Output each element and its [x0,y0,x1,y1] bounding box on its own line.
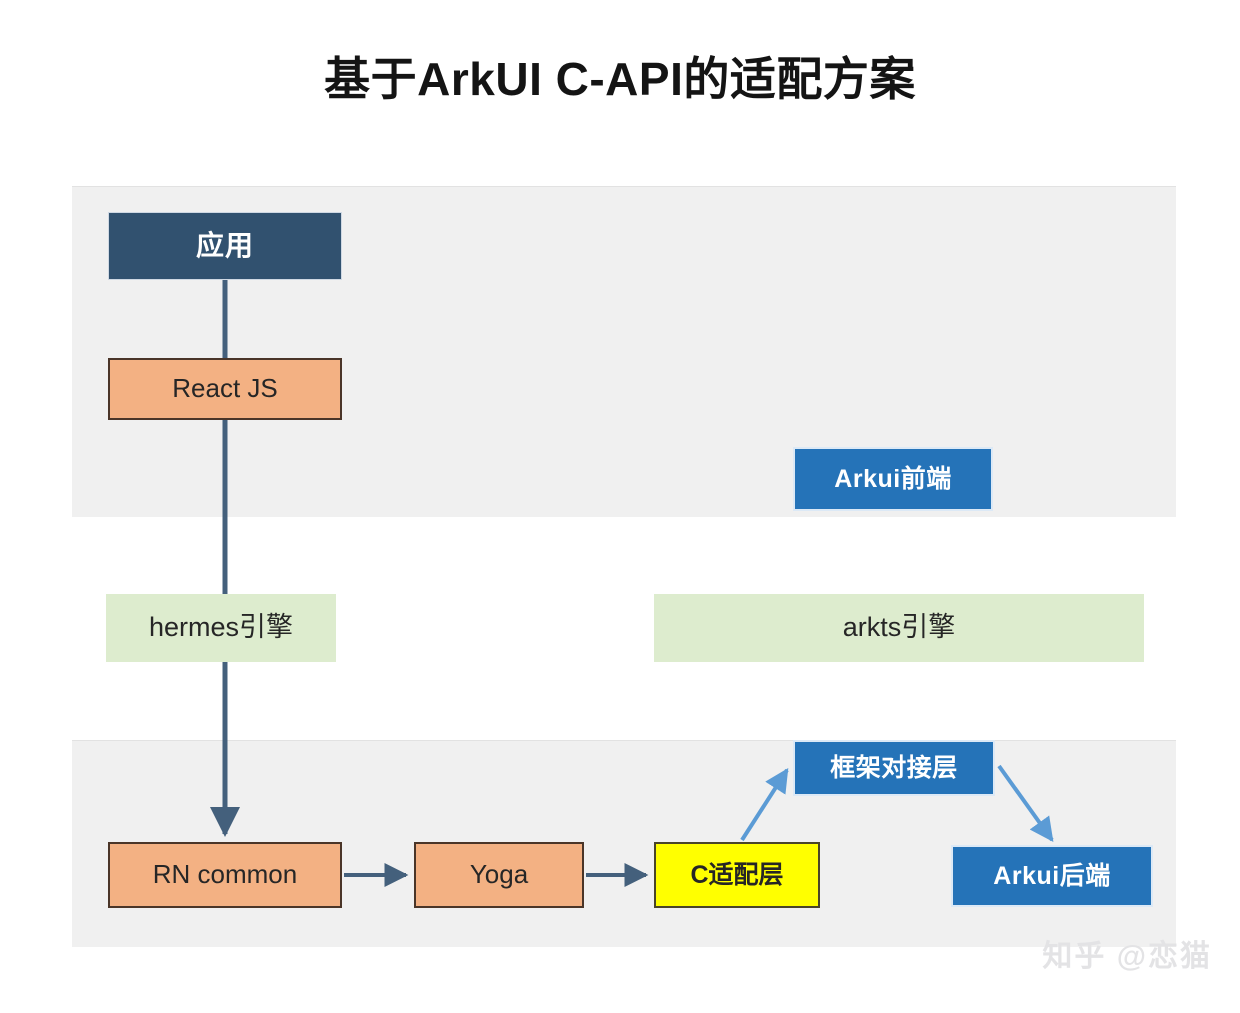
node-c-adapter[interactable]: C适配层 [654,842,820,908]
node-bridge-layer[interactable]: 框架对接层 [793,740,995,796]
node-arkui-backend-label: Arkui后端 [993,861,1111,890]
node-rn-common[interactable]: RN common [108,842,342,908]
node-arkui-backend[interactable]: Arkui后端 [951,845,1153,907]
node-yoga-label: Yoga [469,859,529,890]
watermark: 知乎 @恋猫 [1042,940,1212,973]
node-arkui-frontend[interactable]: Arkui前端 [793,447,993,511]
node-hermes-engine[interactable]: hermes引擎 [106,594,336,662]
node-react-js[interactable]: React JS [108,358,342,420]
page-title: 基于ArkUI C-API的适配方案 [324,53,916,105]
node-c-adapter-label: C适配层 [690,860,784,889]
node-react-js-label: React JS [172,373,278,404]
node-yoga[interactable]: Yoga [414,842,584,908]
node-rn-common-label: RN common [152,859,298,890]
node-arkts-engine[interactable]: arkts引擎 [654,594,1144,662]
node-app-label: 应用 [195,229,254,261]
node-hermes-engine-label: hermes引擎 [148,612,294,643]
node-arkui-frontend-label: Arkui前端 [834,464,952,493]
node-bridge-layer-label: 框架对接层 [830,753,958,782]
node-arkts-engine-label: arkts引擎 [842,612,956,643]
node-app[interactable]: 应用 [108,212,342,280]
